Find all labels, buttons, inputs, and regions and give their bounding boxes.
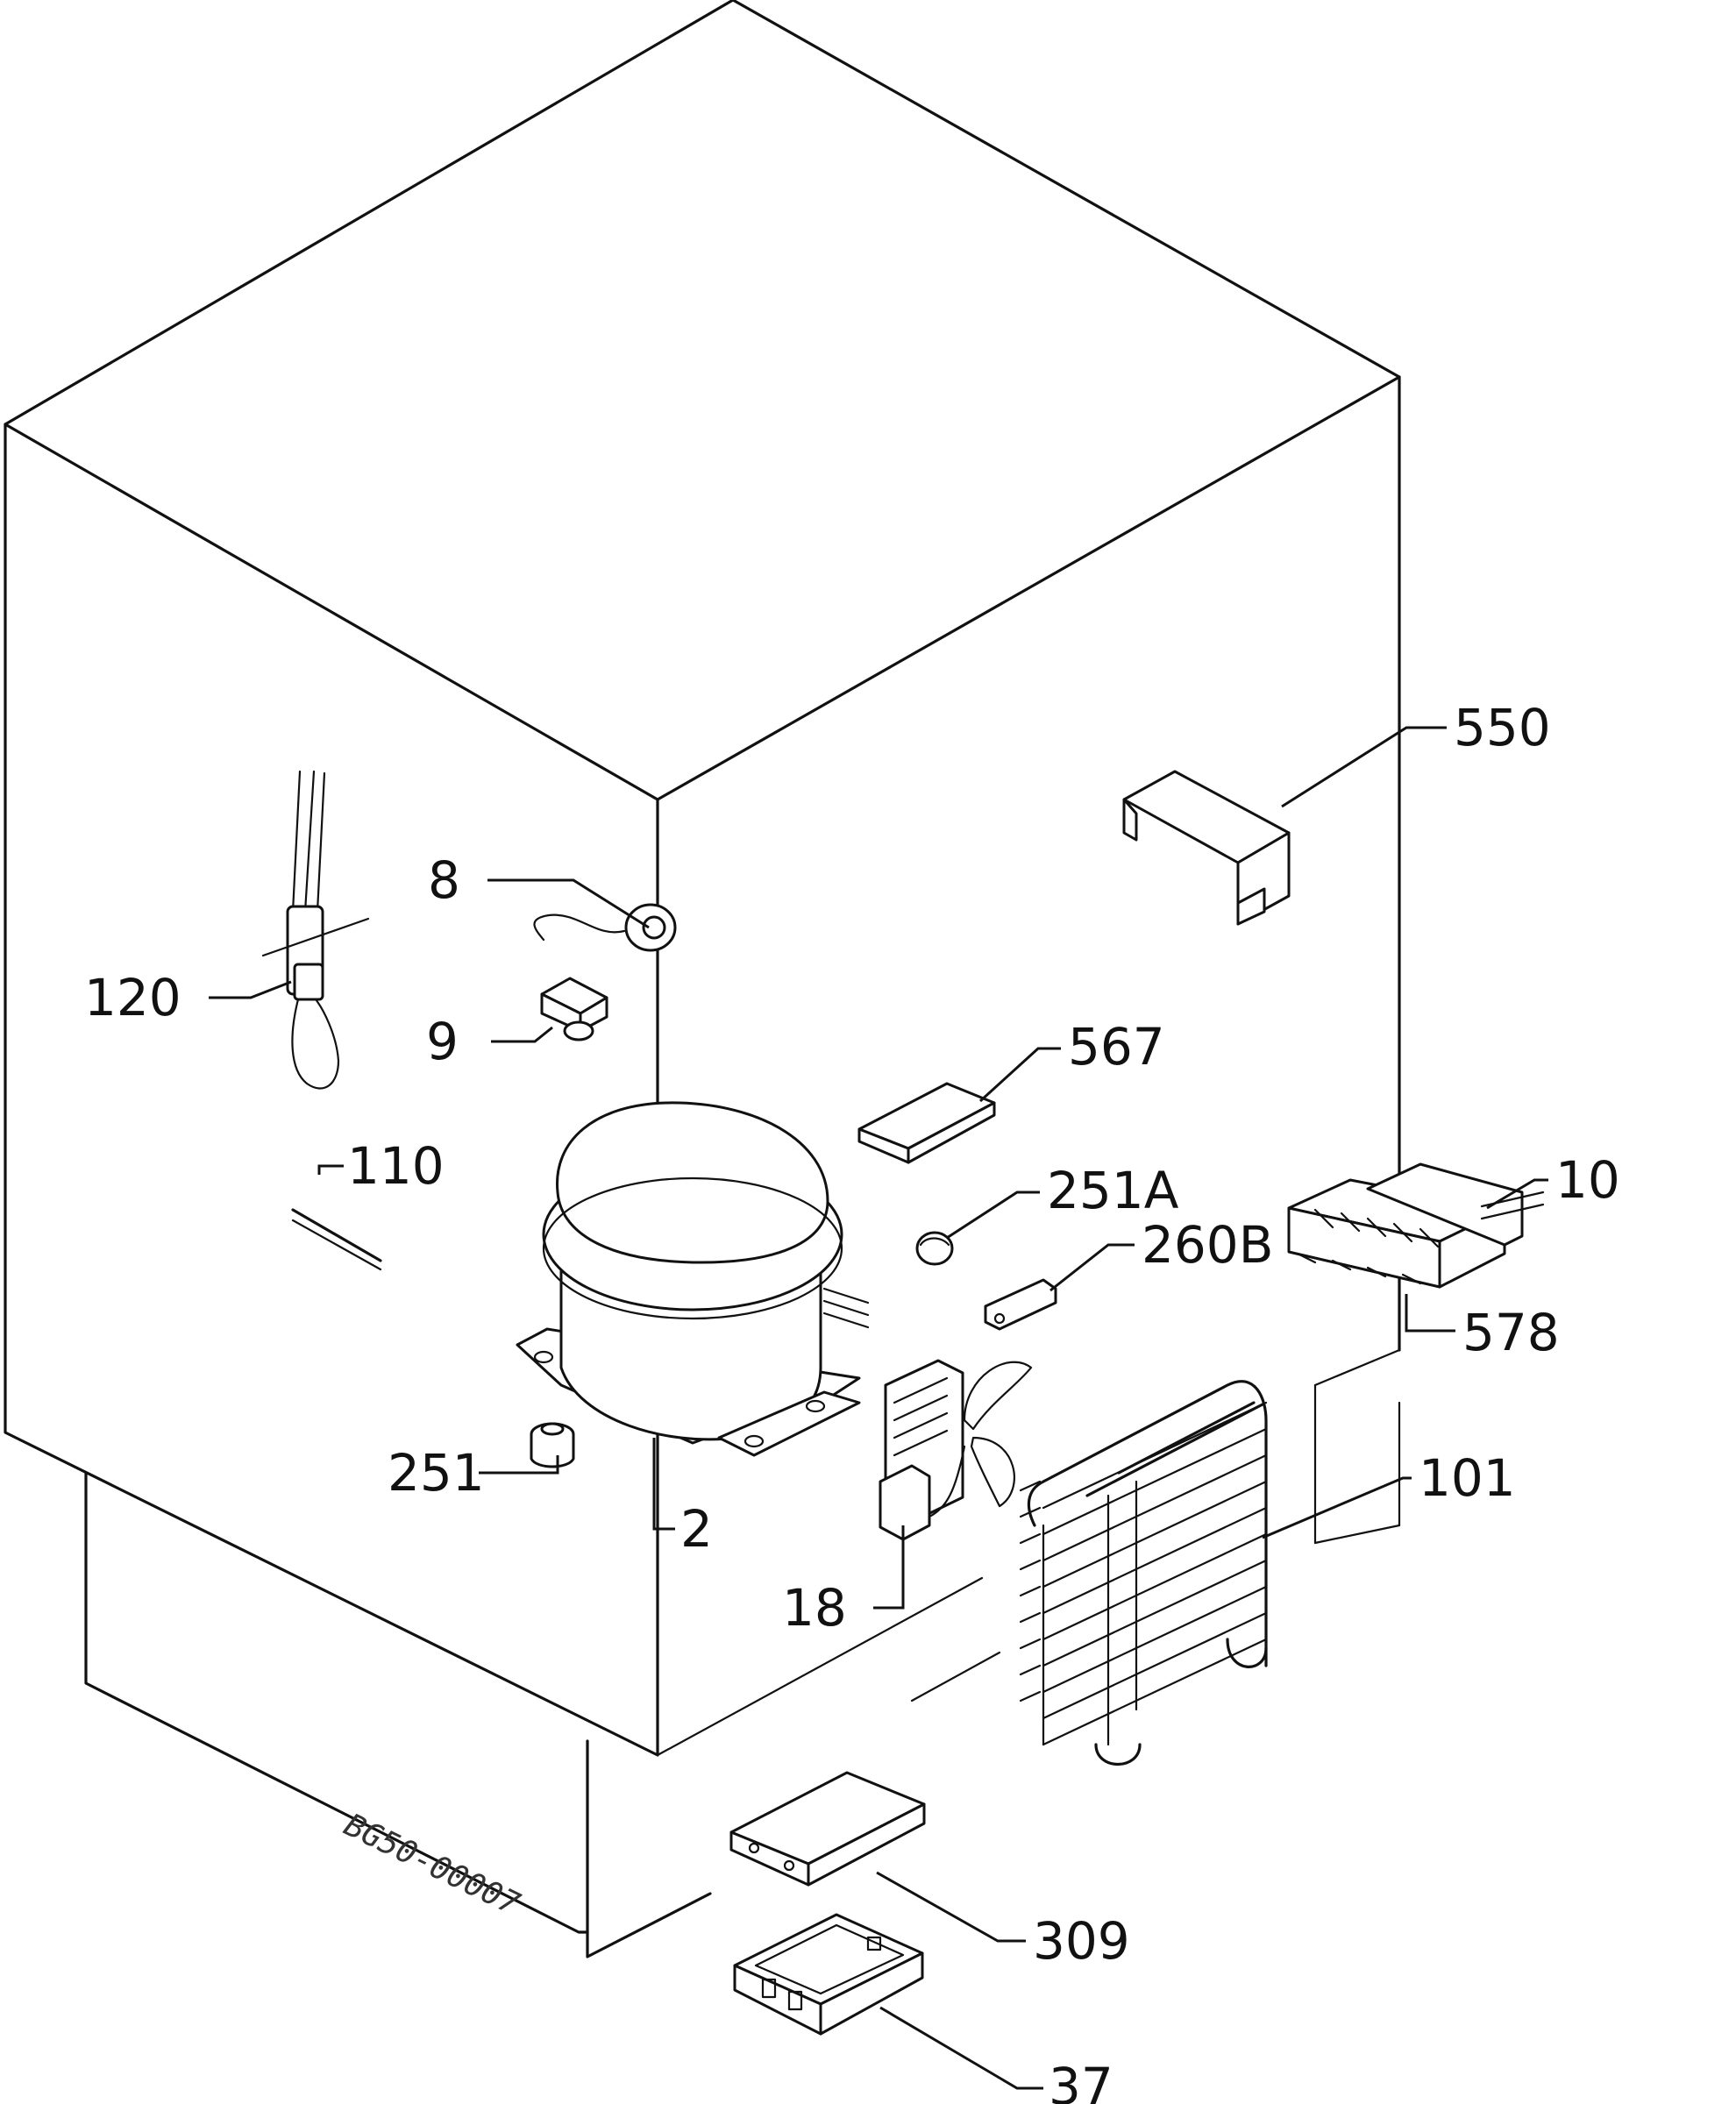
callout-550: 550 (1454, 698, 1551, 757)
callout-labels: 550 8 120 9 567 110 251A 10 260B 578 251… (84, 698, 1620, 2104)
part-550-bracket (1122, 770, 1291, 926)
callout-578: 578 (1462, 1303, 1560, 1362)
part-251a-grommet (915, 1231, 954, 1266)
part-2-compressor (516, 1101, 870, 1457)
part-37-cover (733, 1913, 924, 2036)
callout-9: 9 (426, 1012, 459, 1071)
callout-10: 10 (1555, 1150, 1620, 1210)
part-18-fan-motor (879, 1359, 1033, 1541)
callout-309: 309 (1033, 1911, 1130, 1971)
part-567-plate (857, 1082, 996, 1164)
part-9-relay (540, 977, 608, 1041)
part-110-rod (291, 1208, 382, 1271)
drawing-code: BG50-00007 (338, 1807, 525, 1923)
callout-251a: 251A (1047, 1161, 1179, 1220)
callout-120: 120 (84, 968, 181, 1027)
callout-101: 101 (1419, 1448, 1516, 1508)
callout-37: 37 (1049, 2057, 1113, 2104)
part-309-block (729, 1771, 926, 1887)
callout-260b: 260B (1142, 1215, 1274, 1275)
callout-8: 8 (428, 850, 460, 910)
leader-lines (209, 726, 1548, 2090)
part-101-condenser (1019, 1380, 1268, 1766)
part-260b-clip (984, 1278, 1057, 1331)
callout-110: 110 (347, 1136, 445, 1196)
part-251-foot (530, 1422, 575, 1468)
callout-251: 251 (388, 1443, 485, 1503)
callout-2: 2 (680, 1499, 713, 1559)
part-10-578-relay-block (1287, 1162, 1545, 1289)
part-120-sensor (261, 770, 370, 1090)
callout-18: 18 (782, 1578, 847, 1638)
part-8-cable-grommet (533, 903, 677, 952)
callout-567: 567 (1068, 1017, 1165, 1077)
cabinet-outline (4, 0, 1401, 1958)
